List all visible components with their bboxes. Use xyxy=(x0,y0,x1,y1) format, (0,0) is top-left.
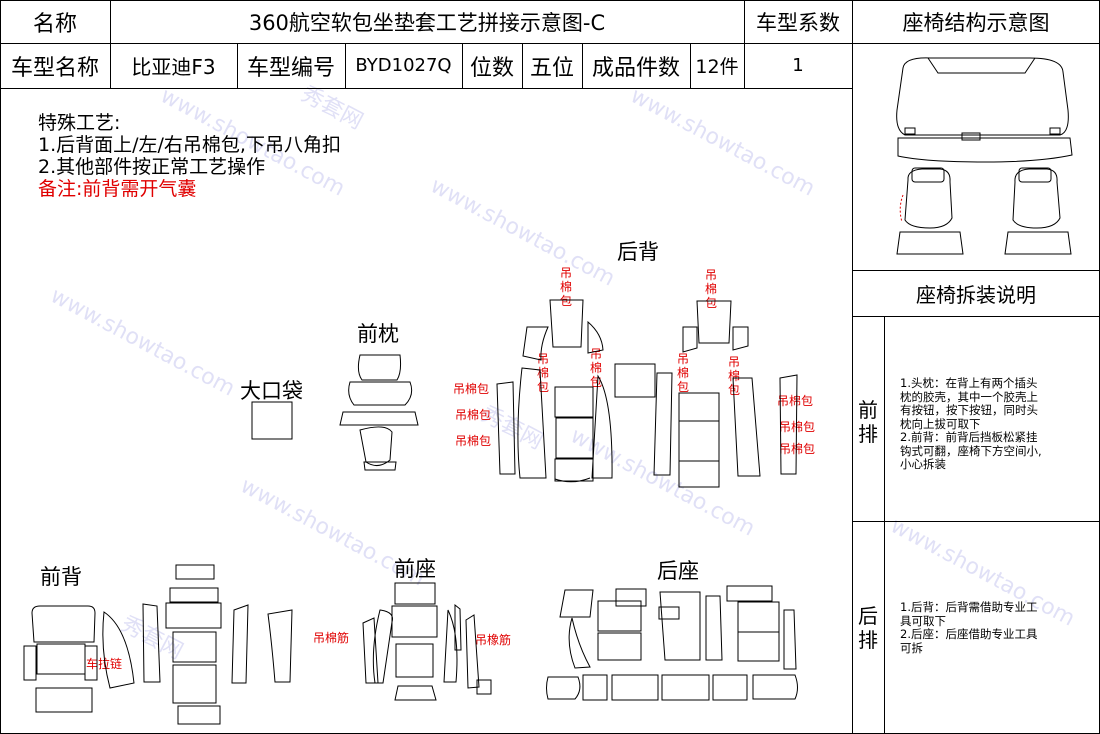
part-title-rear-seat: 后座 xyxy=(657,559,699,583)
annotation-hang-pad-vertical: 吊棉包 xyxy=(559,266,572,308)
annotation-hang-pad: 吊棉包 xyxy=(453,382,490,396)
seats-label: 位数 xyxy=(469,55,514,81)
model-code-label: 车型编号 xyxy=(246,55,335,81)
process-remark: 备注:前背需开气囊 xyxy=(38,178,197,200)
col-divider xyxy=(110,0,111,88)
struct-title: 座椅结构示意图 xyxy=(902,10,1050,35)
model-name-value: 比亚迪F3 xyxy=(131,55,216,79)
model-name-label: 车型名称 xyxy=(10,55,99,81)
annotation-hang-pad: 吊棉包 xyxy=(455,434,492,448)
process-line-1: 1.后背面上/左/右吊棉包,下吊八角扣 xyxy=(38,134,341,156)
part-title-front-seat: 前座 xyxy=(394,557,436,581)
page-title: 360航空软包坐垫套工艺拼接示意图-C xyxy=(248,10,606,35)
rear-row-label: 后排 xyxy=(858,604,878,652)
front-row-label: 前排 xyxy=(858,398,878,446)
annotation-hang-pad-vertical: 吊棉包 xyxy=(704,268,717,310)
border-left xyxy=(0,0,1,734)
name-label: 名称 xyxy=(32,11,77,37)
coef-value: 1 xyxy=(792,55,804,76)
part-title-front-pillow: 前枕 xyxy=(357,322,399,346)
row-divider xyxy=(0,43,1100,44)
row-divider xyxy=(852,270,1100,271)
part-title-big-pocket: 大口袋 xyxy=(240,379,303,403)
process-heading: 特殊工艺: xyxy=(38,112,121,134)
rear-row-instructions: 1.后背：后背需借助专业工 具可取下 2.后座：后座借助专业工具 可拆 xyxy=(900,600,1038,655)
col-divider xyxy=(690,43,691,88)
rear-back-pieces xyxy=(496,299,798,488)
col-divider xyxy=(462,43,463,88)
pieces-label: 成品件数 xyxy=(591,55,680,81)
annotation-hang-rib: 吊棉筋 xyxy=(313,631,350,645)
col-divider xyxy=(884,316,885,734)
col-divider xyxy=(852,0,853,734)
front-pillow-pieces xyxy=(339,354,419,471)
row-divider xyxy=(852,521,1100,522)
seats-value: 五位 xyxy=(529,55,574,81)
row-divider xyxy=(852,316,1100,317)
model-code-value: BYD1027Q xyxy=(355,55,452,76)
col-divider xyxy=(744,0,745,88)
front-seat-pieces xyxy=(362,582,492,701)
row-divider xyxy=(0,88,852,89)
annotation-zipper: 车拉链 xyxy=(86,657,123,671)
annotation-hang-rib: 吊橡筋 xyxy=(475,633,512,647)
annotation-hang-pad-vertical: 吊棉包 xyxy=(676,352,689,394)
front-row-instructions: 1.头枕：在背上有两个插头 枕的胶壳，其中一个胶壳上 有按钮，按下按钮，同时头 … xyxy=(900,376,1042,471)
disassembly-title: 座椅拆装说明 xyxy=(916,282,1036,307)
col-divider xyxy=(237,43,238,88)
coef-label: 车型系数 xyxy=(756,10,840,35)
big-pocket-piece xyxy=(251,401,293,440)
seat-structure-front-seats xyxy=(896,167,1072,255)
part-title-front-back: 前背 xyxy=(40,565,82,589)
seat-structure-rear-bench xyxy=(896,57,1073,163)
rear-seat-pieces xyxy=(546,585,798,701)
col-divider xyxy=(522,43,523,88)
annotation-hang-pad: 吊棉包 xyxy=(455,408,492,422)
part-title-rear-back: 后背 xyxy=(617,240,659,264)
border-top xyxy=(0,0,1100,1)
annotation-hang-pad: 吊棉包 xyxy=(779,442,816,456)
annotation-hang-pad: 吊棉包 xyxy=(777,394,814,408)
annotation-hang-pad: 吊棉包 xyxy=(779,420,816,434)
col-divider xyxy=(345,43,346,88)
col-divider xyxy=(582,43,583,88)
process-line-2: 2.其他部件按正常工艺操作 xyxy=(38,156,266,178)
pieces-value: 12件 xyxy=(695,56,739,78)
front-back-pieces xyxy=(23,564,293,725)
